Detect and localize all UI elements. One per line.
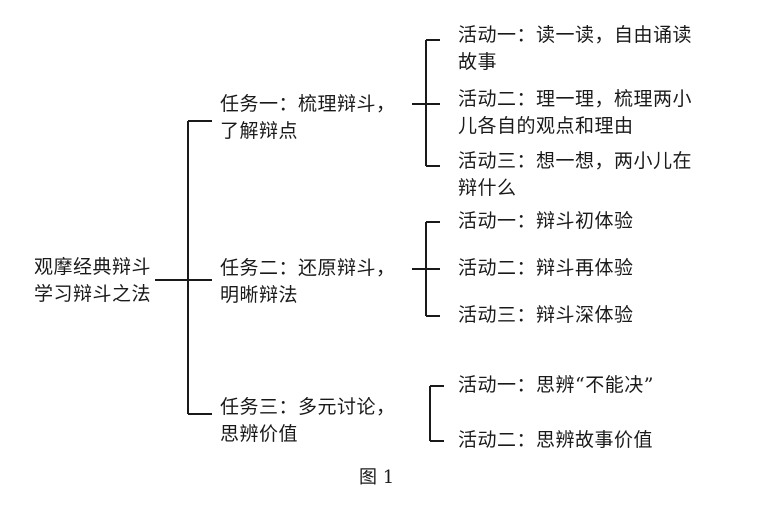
task-3-activity-1: 活动一：思辨“不能决” bbox=[458, 374, 654, 396]
task-3-activity-2: 活动二：思辨故事价值 bbox=[458, 429, 654, 451]
task-2-node: 任务二：还原辩斗， 明晰辩法 bbox=[220, 257, 396, 306]
root-node: 观摩经典辩斗 学习辩斗之法 bbox=[34, 256, 152, 305]
task-3-node: 任务三：多元讨论， 思辨价值 bbox=[220, 396, 396, 445]
task-1-activity-1: 活动一：读一读，自由诵读 故事 bbox=[458, 24, 693, 73]
figure-caption: 图 1 bbox=[359, 467, 395, 488]
task-1-activity-2: 活动二：理一理，梳理两小 儿各自的观点和理由 bbox=[458, 88, 693, 137]
task-2-activity-3: 活动三：辩斗深体验 bbox=[458, 304, 634, 326]
task-2-activity-2: 活动二：辩斗再体验 bbox=[458, 257, 634, 279]
task-1-node: 任务一：梳理辩斗， 了解辩点 bbox=[220, 93, 396, 142]
task-1-activity-3: 活动三：想一想，两小儿在 辩什么 bbox=[458, 150, 693, 199]
task-2-activity-1: 活动一：辩斗初体验 bbox=[458, 210, 634, 232]
